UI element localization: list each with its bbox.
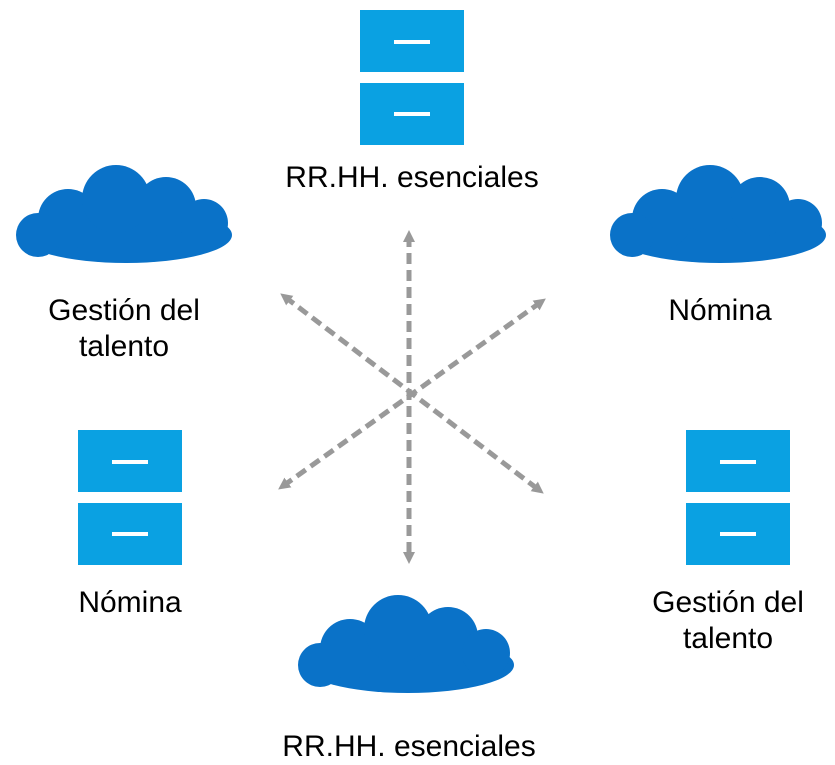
file-cabinet-icon — [78, 430, 182, 565]
label-right-cabinet: Gestión del talento — [626, 585, 830, 657]
node-label: Nómina — [78, 586, 182, 619]
cloud-icon — [298, 595, 514, 693]
label-left-cabinet: Nómina — [30, 585, 230, 621]
node-label: RR.HH. esenciales — [285, 161, 539, 194]
file-cabinet-icon — [686, 430, 790, 565]
node-label-line1: Gestión del — [652, 586, 804, 619]
label-bottom-cloud: RR.HH. esenciales — [264, 729, 554, 765]
connector-diagonal-up — [278, 298, 546, 490]
label-left-cloud: Gestión del talento — [14, 293, 234, 365]
node-label: RR.HH. esenciales — [282, 730, 536, 763]
node-label: Nómina — [668, 294, 772, 327]
cloud-icon — [610, 165, 826, 263]
label-right-cloud: Nómina — [620, 293, 820, 329]
file-cabinet-icon — [360, 10, 464, 145]
node-label-line2: talento — [682, 622, 774, 655]
label-top-cabinet: RR.HH. esenciales — [267, 160, 557, 196]
connectors — [278, 230, 546, 564]
cloud-icon — [16, 165, 232, 263]
node-label-line1: Gestión del — [48, 294, 200, 327]
node-label-line2: talento — [78, 330, 170, 363]
